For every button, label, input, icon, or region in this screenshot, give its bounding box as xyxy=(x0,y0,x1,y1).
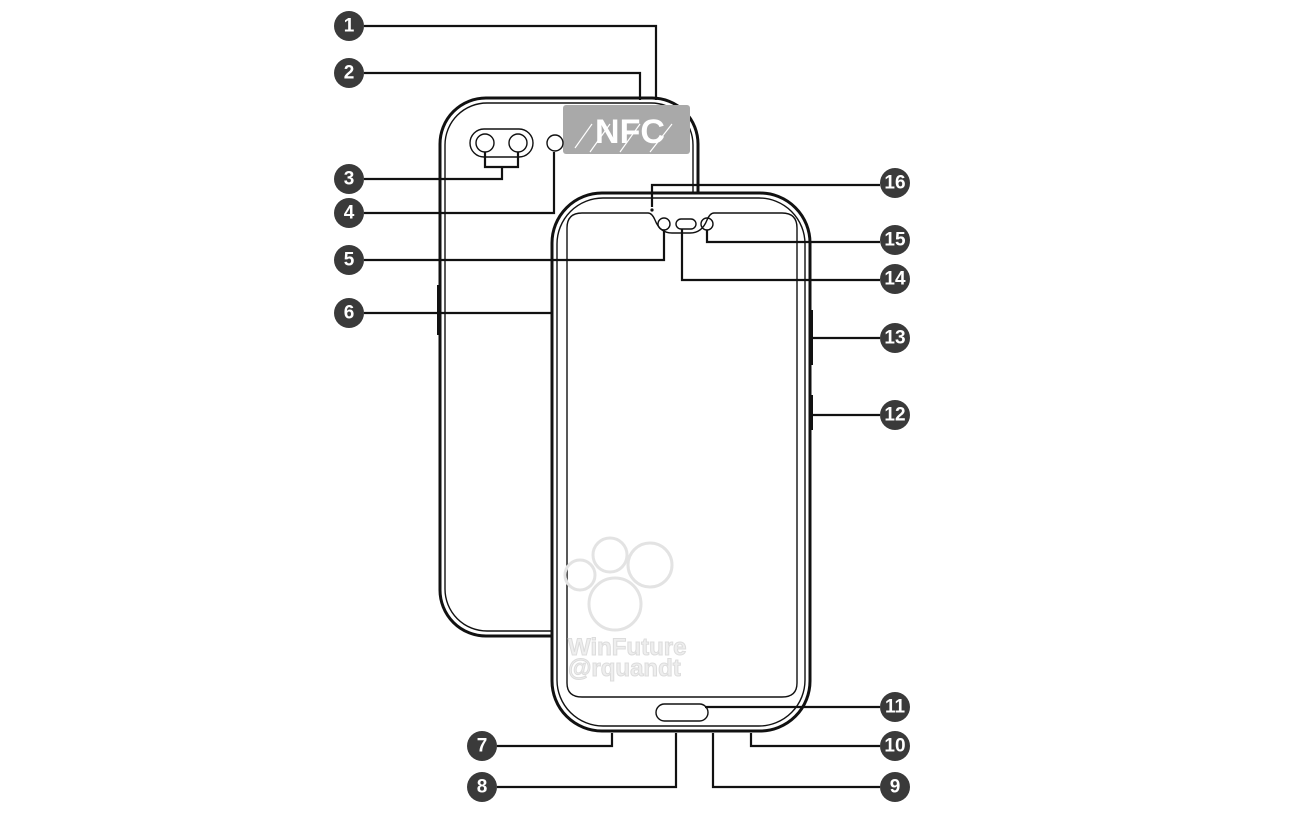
svg-text:11: 11 xyxy=(885,697,906,718)
svg-text:12: 12 xyxy=(884,405,905,426)
callout-7: 7 xyxy=(467,731,497,761)
callout-13: 13 xyxy=(880,323,910,353)
svg-text:2: 2 xyxy=(344,63,355,84)
svg-text:4: 4 xyxy=(344,203,355,224)
svg-text:16: 16 xyxy=(884,173,905,194)
power-button xyxy=(810,395,813,430)
svg-text:10: 10 xyxy=(884,736,905,757)
callout-5: 5 xyxy=(334,245,364,275)
callout-2: 2 xyxy=(334,58,364,88)
callout-12: 12 xyxy=(880,400,910,430)
svg-text:7: 7 xyxy=(477,736,488,757)
svg-text:6: 6 xyxy=(344,303,355,324)
phone-front: WinFuture @rquandt xyxy=(550,191,813,733)
watermark-line2: @rquandt xyxy=(568,655,681,682)
callout-11: 11 xyxy=(880,692,910,722)
callout-3: 3 xyxy=(334,164,364,194)
callout-9: 9 xyxy=(880,772,910,802)
callout-14: 14 xyxy=(880,264,910,294)
flash-icon xyxy=(546,134,564,152)
callout-15: 15 xyxy=(880,225,910,255)
callout-1: 1 xyxy=(334,11,364,41)
callout-4: 4 xyxy=(334,198,364,228)
watermark-line1: WinFuture xyxy=(568,634,686,661)
svg-text:15: 15 xyxy=(884,230,906,251)
nfc-label: NFC xyxy=(595,113,665,151)
svg-text:13: 13 xyxy=(884,328,905,349)
watermark: WinFuture @rquandt xyxy=(563,536,687,683)
callout-16: 16 xyxy=(880,168,910,198)
svg-text:14: 14 xyxy=(884,269,906,290)
callout-8: 8 xyxy=(467,772,497,802)
leader-lines xyxy=(364,24,880,789)
svg-text:9: 9 xyxy=(890,777,901,798)
earpiece-icon xyxy=(675,218,697,230)
dual-camera-module xyxy=(469,128,534,158)
callout-10: 10 xyxy=(880,731,910,761)
svg-text:3: 3 xyxy=(344,169,355,190)
svg-text:8: 8 xyxy=(477,777,488,798)
callout-6: 6 xyxy=(334,298,364,328)
svg-text:5: 5 xyxy=(344,250,355,271)
svg-text:1: 1 xyxy=(344,16,355,37)
fingerprint-sensor xyxy=(655,703,709,722)
